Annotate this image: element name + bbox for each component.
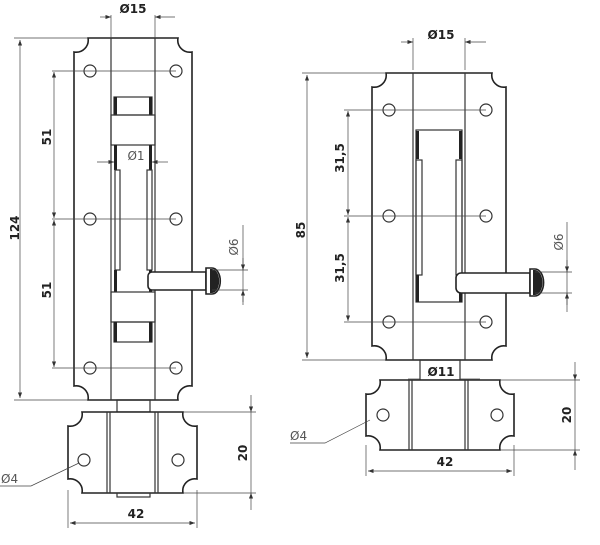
- right-dim-keeper-width: 42: [437, 455, 454, 469]
- right-dimensions: Ø15 85 31,5 31,5 Ø6 Ø11 20 42: [290, 28, 580, 476]
- right-dim-keeper-height: 20: [560, 407, 574, 424]
- right-dim-hole-spacing-upper: 31,5: [333, 143, 347, 173]
- right-keeper: [365, 379, 515, 451]
- left-dim-hole-spacing-upper: 51: [40, 129, 54, 146]
- left-handle: [147, 267, 222, 295]
- left-dim-screw-hole: Ø4: [1, 472, 18, 486]
- right-dim-bolt-diameter: Ø15: [428, 28, 455, 42]
- left-dim-total-height: 124: [8, 215, 22, 240]
- left-dim-keeper-height: 20: [236, 445, 250, 462]
- right-bolt: Ø15 85 31,5 31,5 Ø6 Ø11 20 42: [290, 28, 580, 476]
- left-bolt: Ø15 124 51 51 Ø1 Ø6 20 42: [0, 2, 256, 528]
- right-handle: [455, 268, 545, 297]
- left-dim-inner: Ø1: [127, 149, 144, 163]
- right-dim-stub: Ø11: [428, 365, 455, 379]
- left-dim-handle: Ø6: [227, 238, 241, 255]
- right-dim-total-height: 85: [294, 222, 308, 239]
- left-dim-hole-spacing-lower: 51: [40, 282, 54, 299]
- left-dimensions: Ø15 124 51 51 Ø1 Ø6 20 42: [0, 2, 256, 528]
- right-dim-handle: Ø6: [552, 233, 566, 250]
- left-dim-bolt-diameter: Ø15: [120, 2, 147, 16]
- left-dim-keeper-width: 42: [128, 507, 145, 521]
- right-dim-screw-hole: Ø4: [290, 429, 307, 443]
- left-keeper: [67, 411, 198, 494]
- right-dim-hole-spacing-lower: 31,5: [333, 253, 347, 283]
- left-bolt-stub: [116, 399, 151, 413]
